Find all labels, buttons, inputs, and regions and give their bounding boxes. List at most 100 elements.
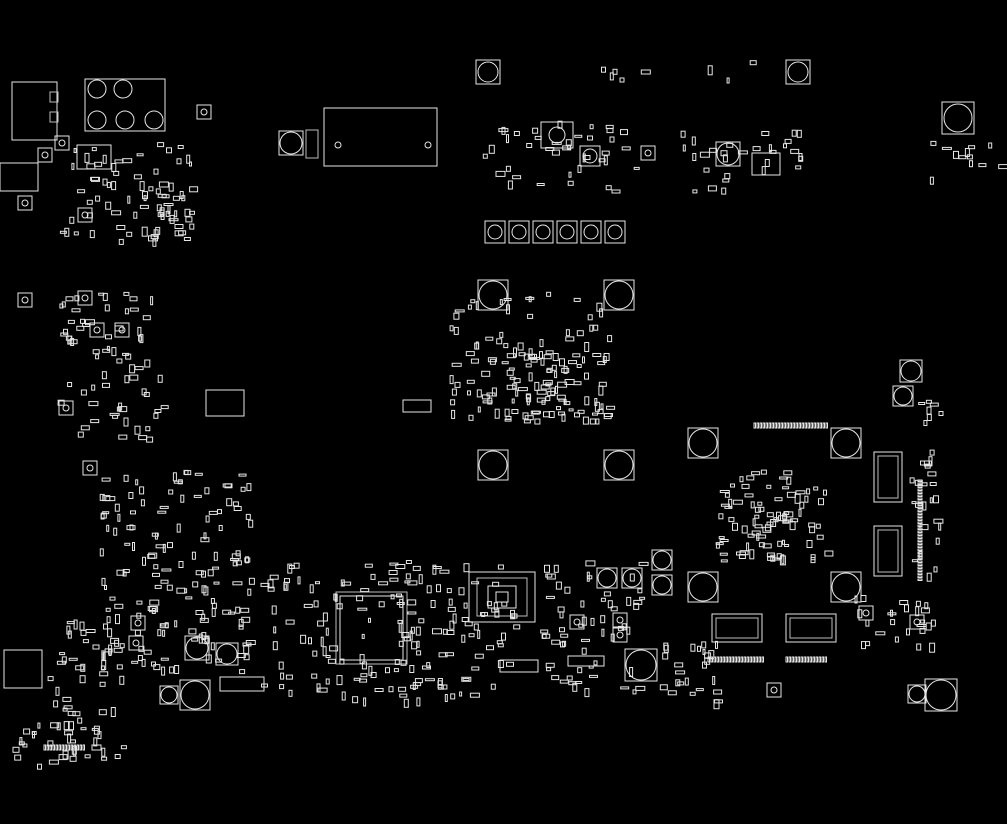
smd-part bbox=[191, 551, 196, 560]
audio-jack-block bbox=[84, 78, 166, 132]
smd-part bbox=[577, 164, 582, 173]
smd-part bbox=[106, 524, 110, 532]
smd-part bbox=[126, 231, 133, 237]
smd-part bbox=[732, 499, 743, 505]
smd-part bbox=[769, 149, 777, 154]
connector-pin bbox=[731, 656, 734, 663]
smd-part bbox=[77, 717, 83, 724]
test-pad bbox=[612, 627, 628, 643]
smd-part bbox=[198, 633, 203, 644]
smd-part bbox=[659, 684, 668, 691]
smd-part bbox=[146, 436, 154, 443]
smd-part bbox=[485, 336, 494, 341]
smd-part bbox=[515, 389, 519, 397]
smd-part bbox=[719, 552, 728, 556]
smd-part bbox=[585, 560, 596, 567]
mount-hole-gpu-ne bbox=[830, 427, 862, 459]
smd-part bbox=[102, 495, 111, 502]
smd-part bbox=[444, 694, 448, 702]
smd-part bbox=[610, 606, 618, 612]
smd-part bbox=[336, 603, 343, 610]
connector-pin bbox=[917, 560, 923, 563]
smd-part bbox=[536, 389, 547, 395]
smd-part bbox=[592, 412, 598, 416]
smd-part bbox=[458, 587, 465, 596]
smd-part bbox=[370, 573, 376, 580]
smd-part bbox=[89, 230, 95, 239]
smd-part bbox=[635, 685, 646, 691]
smd-part bbox=[153, 664, 161, 671]
smd-part bbox=[501, 126, 506, 135]
smd-part bbox=[327, 658, 336, 664]
smd-part bbox=[101, 577, 106, 586]
smd-part bbox=[779, 476, 789, 480]
smd-part bbox=[930, 140, 937, 146]
smd-part bbox=[244, 557, 251, 563]
smd-part bbox=[762, 526, 772, 533]
smd-part bbox=[540, 384, 550, 390]
smd-part bbox=[158, 181, 169, 188]
smd-part bbox=[620, 686, 630, 690]
smd-part bbox=[542, 379, 553, 385]
smd-part bbox=[424, 678, 435, 682]
smd-part bbox=[65, 296, 74, 302]
smd-part bbox=[149, 599, 160, 606]
smd-part bbox=[555, 581, 562, 590]
smd-part bbox=[599, 308, 604, 318]
smd-part bbox=[933, 566, 938, 573]
smd-part bbox=[611, 189, 621, 194]
smd-part bbox=[730, 483, 735, 488]
smd-part bbox=[929, 449, 935, 456]
smd-part bbox=[454, 309, 465, 313]
smd-part bbox=[167, 205, 171, 215]
smd-part bbox=[546, 291, 552, 297]
connector-pin bbox=[917, 551, 923, 554]
smd-part bbox=[293, 562, 300, 569]
connector-pin bbox=[79, 744, 82, 751]
smd-part bbox=[122, 158, 133, 164]
smd-part bbox=[584, 342, 590, 352]
smd-part bbox=[128, 492, 134, 499]
connector-pin bbox=[777, 422, 780, 429]
smd-part bbox=[260, 582, 270, 587]
smd-part bbox=[179, 191, 184, 199]
test-pad bbox=[196, 104, 212, 120]
smd-part bbox=[496, 640, 503, 645]
smd-part bbox=[525, 296, 535, 300]
smd-part bbox=[468, 414, 474, 421]
test-pad-center bbox=[81, 211, 89, 219]
smd-part bbox=[129, 296, 138, 302]
smd-part bbox=[401, 632, 410, 638]
connector-pin bbox=[786, 422, 789, 429]
smd-part bbox=[584, 396, 590, 406]
mount-hole-small-6 bbox=[621, 567, 643, 589]
smd-part bbox=[633, 599, 643, 605]
smd-part bbox=[794, 493, 801, 504]
smd-part bbox=[134, 425, 141, 435]
smd-part bbox=[320, 636, 324, 647]
connector-pin bbox=[809, 656, 812, 663]
smd-part bbox=[80, 389, 87, 396]
smd-part bbox=[695, 688, 704, 692]
smd-part bbox=[398, 622, 402, 633]
smd-part bbox=[551, 149, 560, 156]
smd-part bbox=[584, 688, 590, 698]
smd-part bbox=[923, 460, 932, 467]
smd-part bbox=[760, 469, 767, 475]
smd-part bbox=[63, 721, 70, 731]
smd-part bbox=[573, 381, 582, 386]
smd-part bbox=[115, 614, 120, 625]
connector-pin bbox=[746, 656, 749, 663]
smd-part bbox=[709, 147, 718, 153]
smd-part bbox=[95, 354, 100, 360]
smd-part bbox=[416, 640, 420, 648]
smd-part bbox=[194, 472, 203, 476]
smd-part bbox=[174, 665, 180, 674]
smd-part bbox=[189, 223, 195, 230]
smd-part bbox=[911, 559, 918, 563]
smd-part bbox=[129, 364, 136, 374]
smd-part bbox=[445, 652, 454, 657]
smd-part bbox=[226, 498, 233, 507]
smd-part bbox=[101, 650, 105, 661]
